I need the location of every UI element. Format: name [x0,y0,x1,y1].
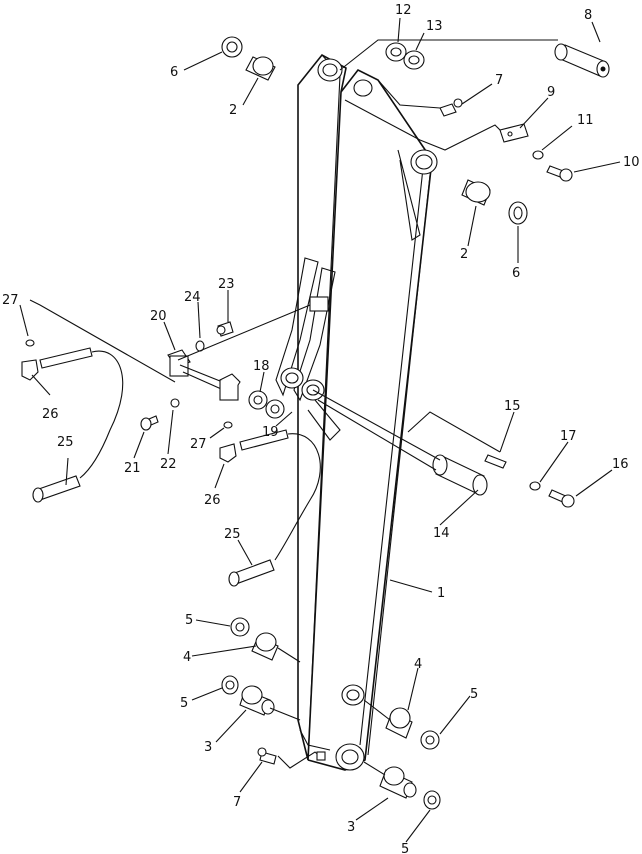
callout-23: 23 [218,277,235,292]
callout-6: 6 [512,266,520,281]
callout-22: 22 [160,457,177,472]
callout-6: 6 [170,65,178,80]
callout-14: 14 [433,526,450,541]
callout-11: 11 [577,113,594,128]
callout-27: 27 [2,293,19,308]
callout-7: 7 [233,795,241,810]
callout-2: 2 [460,247,468,262]
callout-25: 25 [224,527,241,542]
callout-5: 5 [470,687,478,702]
callout-5: 5 [180,696,188,711]
middle-parts [248,389,575,508]
callout-5: 5 [185,613,193,628]
callout-12: 12 [395,3,412,18]
callout-8: 8 [584,8,592,23]
callout-16: 16 [612,457,629,472]
callout-labels: 1 2 2 3 3 4 4 5 5 5 5 6 6 7 7 8 9 10 11 … [2,3,640,854]
callout-3: 3 [347,820,355,835]
top-parts [221,36,610,225]
callout-21: 21 [124,461,141,476]
leader-lines [19,17,621,843]
callout-15: 15 [504,399,521,414]
callout-18: 18 [253,359,270,374]
lube-parts [21,299,321,587]
callout-3: 3 [204,740,212,755]
callout-20: 20 [150,309,167,324]
callout-9: 9 [547,85,555,100]
callout-4: 4 [414,657,422,672]
callout-7: 7 [495,73,503,88]
callout-25: 25 [57,435,74,450]
callout-27: 27 [190,437,207,452]
callout-13: 13 [426,19,443,34]
bottom-parts [221,617,441,810]
callout-26: 26 [204,493,221,508]
callout-10: 10 [623,155,640,170]
callout-19: 19 [262,425,279,440]
arm-body [275,53,438,771]
callout-24: 24 [184,290,201,305]
callout-1: 1 [437,586,445,601]
callout-5: 5 [401,842,409,854]
callout-4: 4 [183,650,191,665]
callout-2: 2 [229,103,237,118]
callout-17: 17 [560,429,577,444]
callout-26: 26 [42,407,59,422]
